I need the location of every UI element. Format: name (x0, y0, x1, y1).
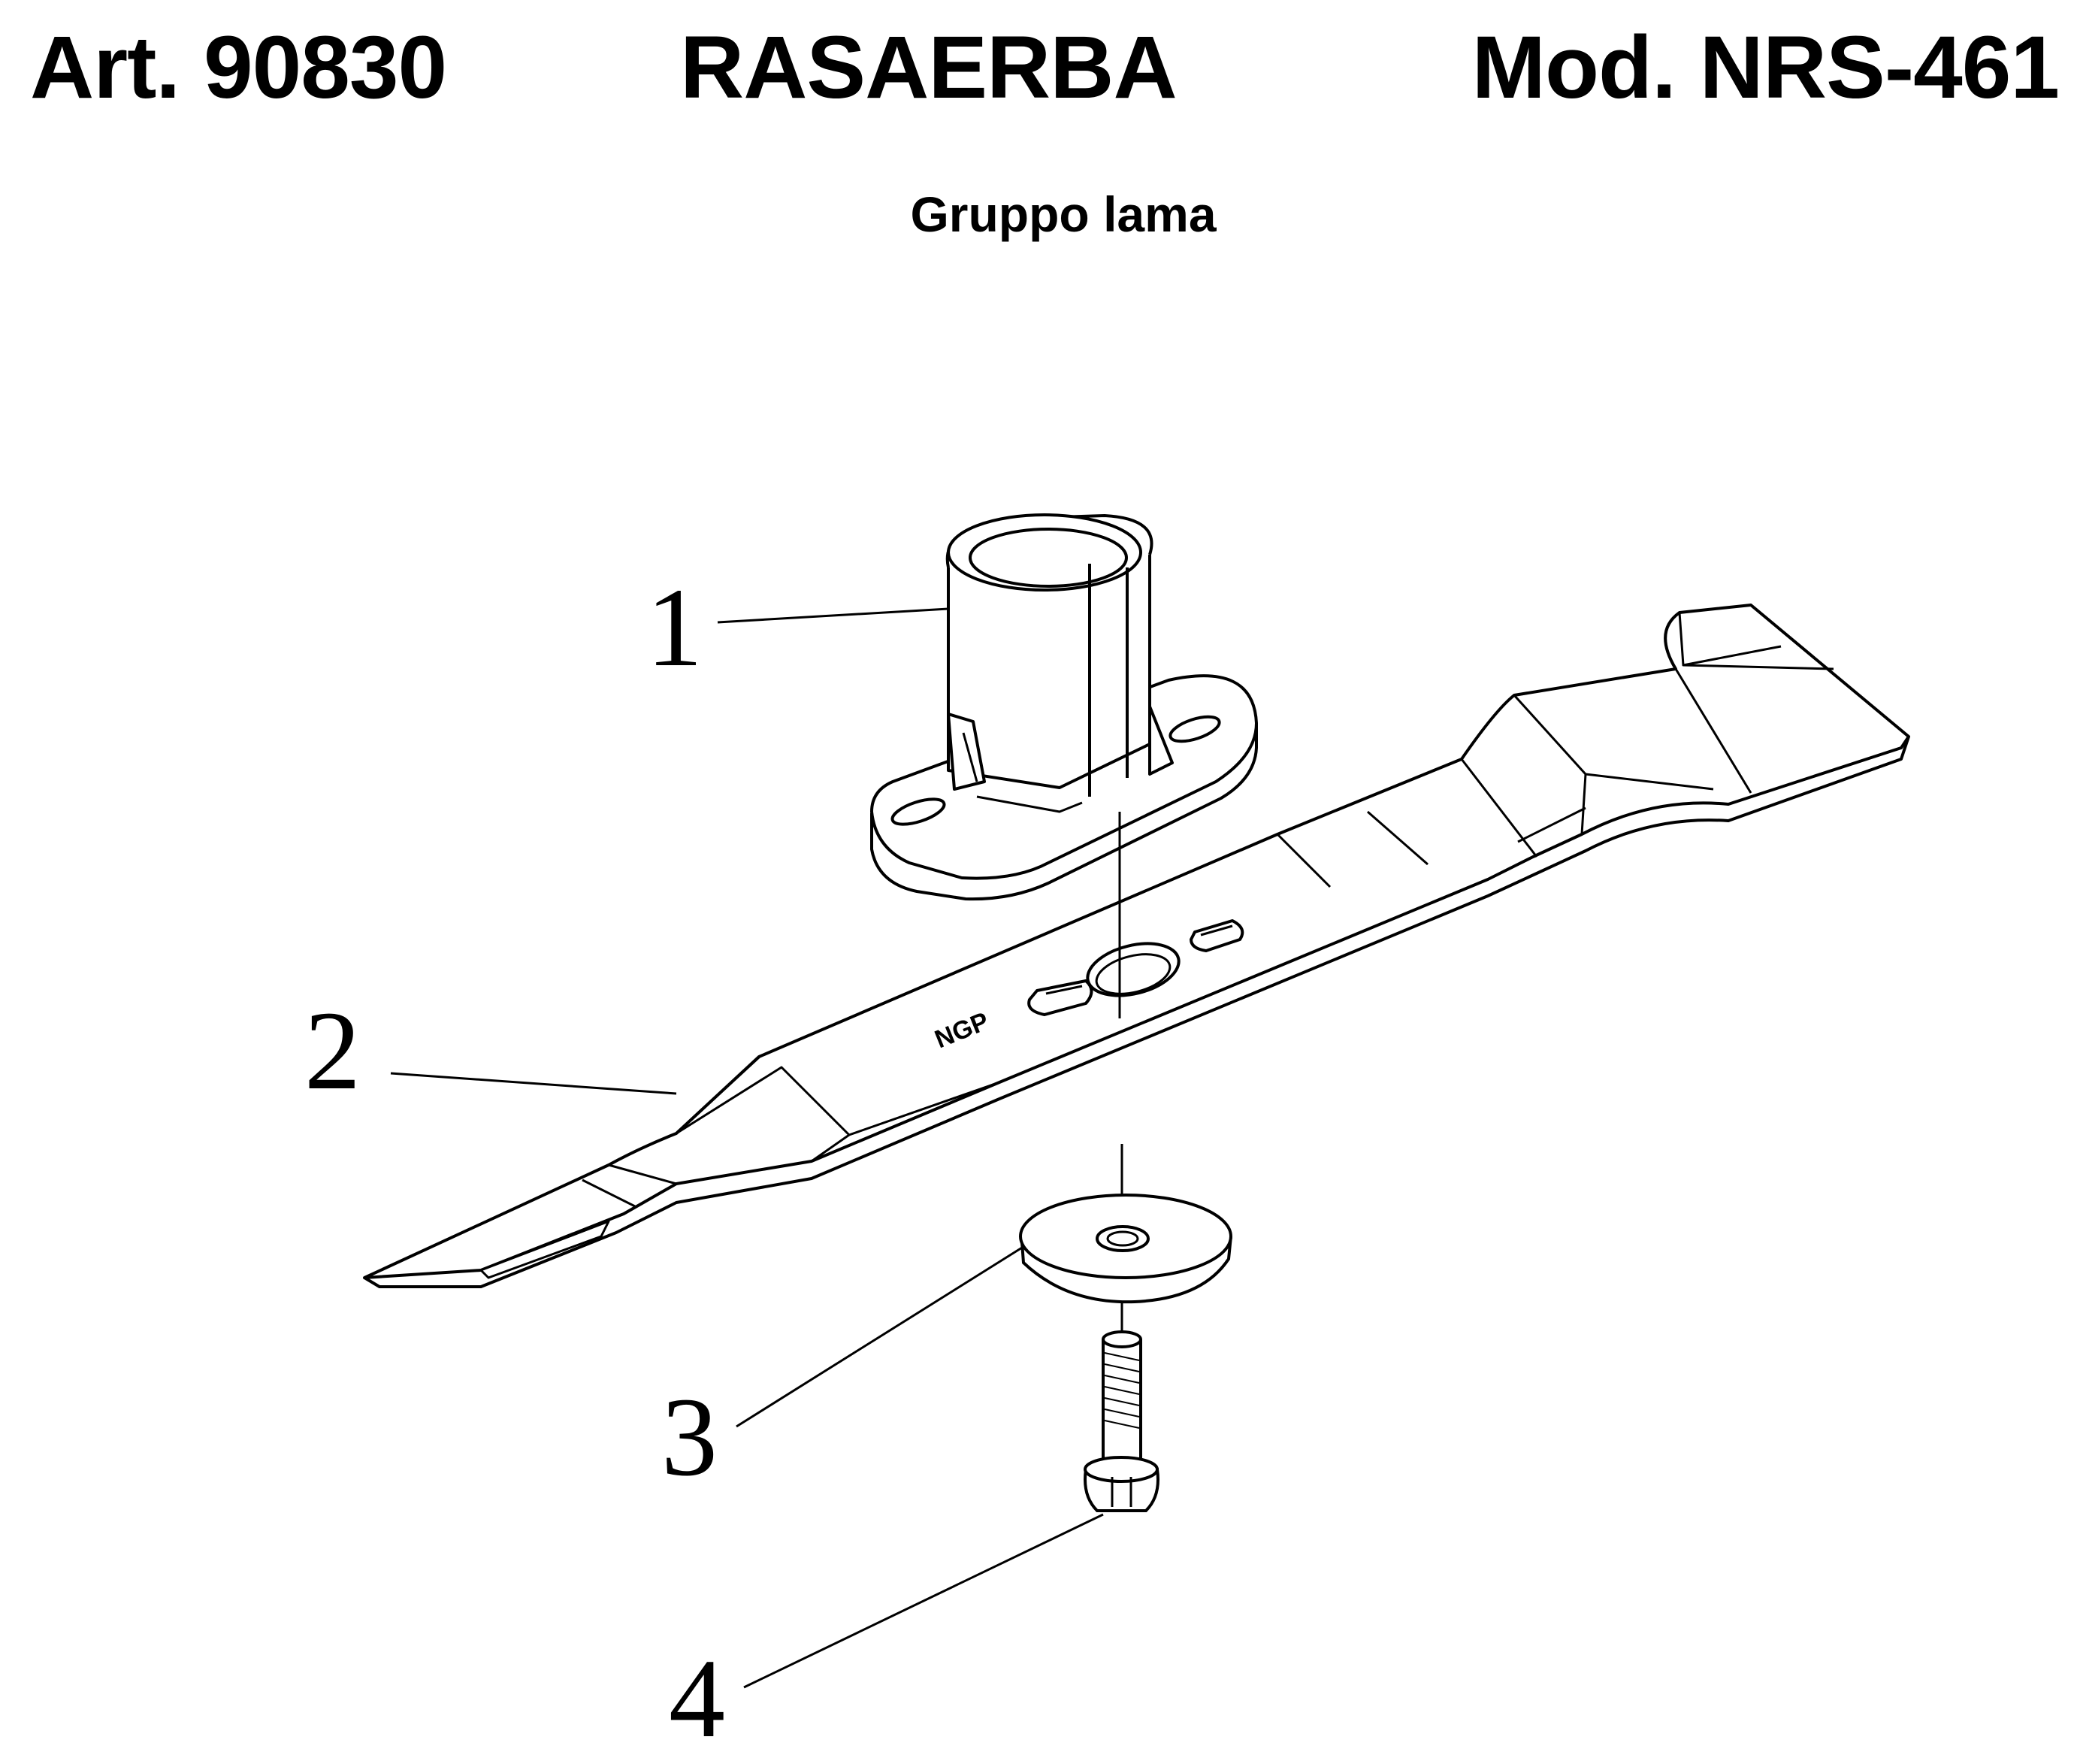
mower-blade-part (363, 604, 1910, 1288)
washer-part (1019, 1194, 1232, 1304)
bolt-part (1084, 1330, 1159, 1512)
callout-1: 1 (646, 565, 703, 690)
product-title: RASAERBA (680, 18, 1178, 117)
callout-2: 2 (304, 988, 361, 1113)
article-number: Art. 90830 (30, 18, 447, 117)
leader-lines (390, 607, 1104, 1689)
diagram-subtitle: Gruppo lama (910, 186, 1217, 242)
callout-3: 3 (661, 1375, 718, 1499)
blade-adapter-part (870, 513, 1258, 901)
model-number: Mod. NRS-461 (1471, 18, 2060, 117)
callout-4: 4 (669, 1636, 725, 1761)
